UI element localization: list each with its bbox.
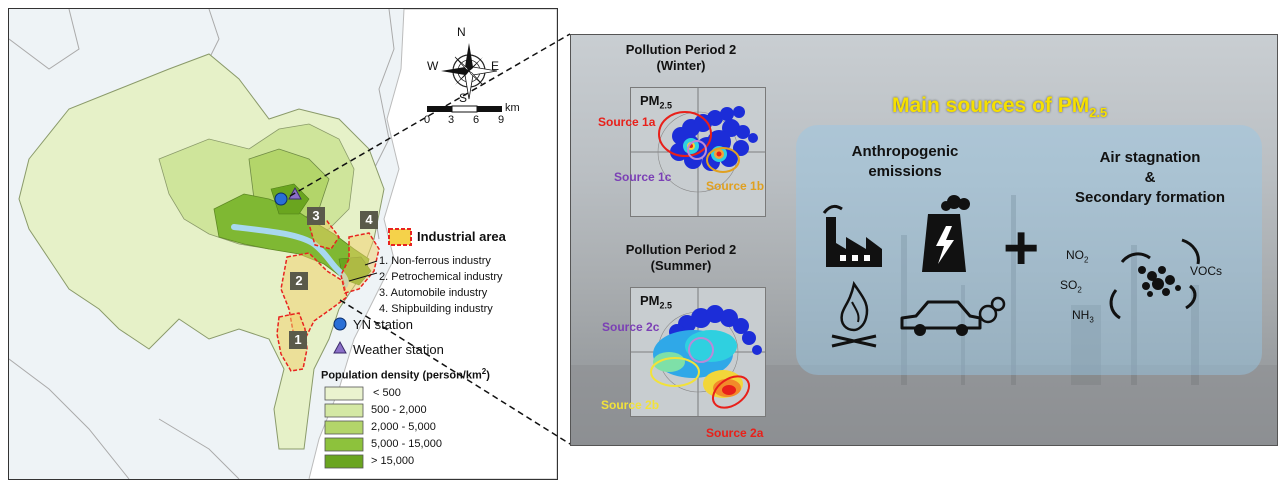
factory-icon: [822, 204, 882, 267]
population-class-label: < 500: [373, 387, 401, 399]
nh3-label: NH3: [1072, 308, 1094, 325]
weather-station-label: Weather station: [353, 342, 444, 357]
population-class-label: > 15,000: [371, 455, 415, 467]
plus-sign: +: [1003, 214, 1040, 283]
compass-e: E: [491, 59, 500, 73]
summer-polar-plot: [631, 288, 765, 416]
yn-station-marker: [274, 192, 288, 206]
population-class-label: 2,000 - 5,000: [371, 421, 436, 433]
secondary-formation-icon: [1109, 238, 1200, 320]
main-sources-title: Main sources of PM2.5: [892, 94, 1108, 121]
scale-tick: 6: [473, 114, 480, 126]
power-plant-icon: [922, 195, 970, 272]
source-1a-label: Source 1a: [598, 115, 656, 129]
industry-item: 3. Automobile industry: [379, 287, 488, 299]
area-badge: 3: [307, 207, 325, 225]
scale-tick: 3: [448, 114, 455, 126]
air-stagnation-heading: Air stagnation & Secondary formation: [1074, 149, 1226, 206]
map-svg: [9, 9, 557, 479]
source-2a-label: Source 2a: [706, 426, 764, 440]
vocs-label: VOCs: [1190, 264, 1223, 278]
so2-label: SO2: [1060, 278, 1082, 295]
population-class-label: 5,000 - 15,000: [371, 438, 442, 450]
winter-polar-plot: [631, 88, 765, 216]
source-2c-label: Source 2c: [602, 320, 660, 334]
population-class-label: 500 - 2,000: [371, 404, 427, 416]
source-1c-label: Source 1c: [614, 170, 672, 184]
winter-plot-title: Pollution Period 2 (Winter): [625, 42, 737, 73]
anthropogenic-heading: Anthropogenic emissions: [851, 143, 959, 180]
compass-icon: [441, 43, 498, 100]
industry-item: 1. Non-ferrous industry: [379, 255, 491, 267]
summer-plot-title: Pollution Period 2 (Summer): [625, 242, 737, 273]
summer-plot: [630, 287, 766, 417]
industry-item: 4. Shipbuilding industry: [379, 303, 493, 315]
car-icon: [900, 296, 1006, 336]
source-1b-label: Source 1b: [706, 179, 765, 193]
winter-pm-label: PM2.5: [640, 93, 673, 111]
area-badge: 4: [360, 211, 378, 229]
scale-tick: 9: [498, 114, 505, 126]
source-2b-label: Source 2b: [601, 398, 660, 412]
compass-n: N: [457, 25, 466, 39]
population-legend-title: Population density (person/km2): [321, 367, 490, 382]
fire-icon: [831, 280, 877, 348]
summer-pm-label: PM2.5: [640, 293, 673, 311]
yn-station-label: YN station: [353, 317, 413, 332]
winter-plot: [630, 87, 766, 217]
map-panel: N S E W km 0 3 6 9 3 4 2 1 Industrial ar…: [8, 8, 558, 480]
scale-unit: km: [505, 102, 520, 114]
industrial-area-4: [340, 232, 380, 294]
no2-label: NO2: [1066, 248, 1089, 265]
area-badge: 2: [290, 272, 308, 290]
compass-s: S: [459, 91, 468, 105]
compass-w: W: [427, 59, 439, 73]
scale-tick: 0: [424, 114, 431, 126]
industrial-legend-title: Industrial area: [417, 229, 506, 244]
industry-item: 2. Petrochemical industry: [379, 271, 503, 283]
area-badge: 1: [289, 331, 307, 349]
